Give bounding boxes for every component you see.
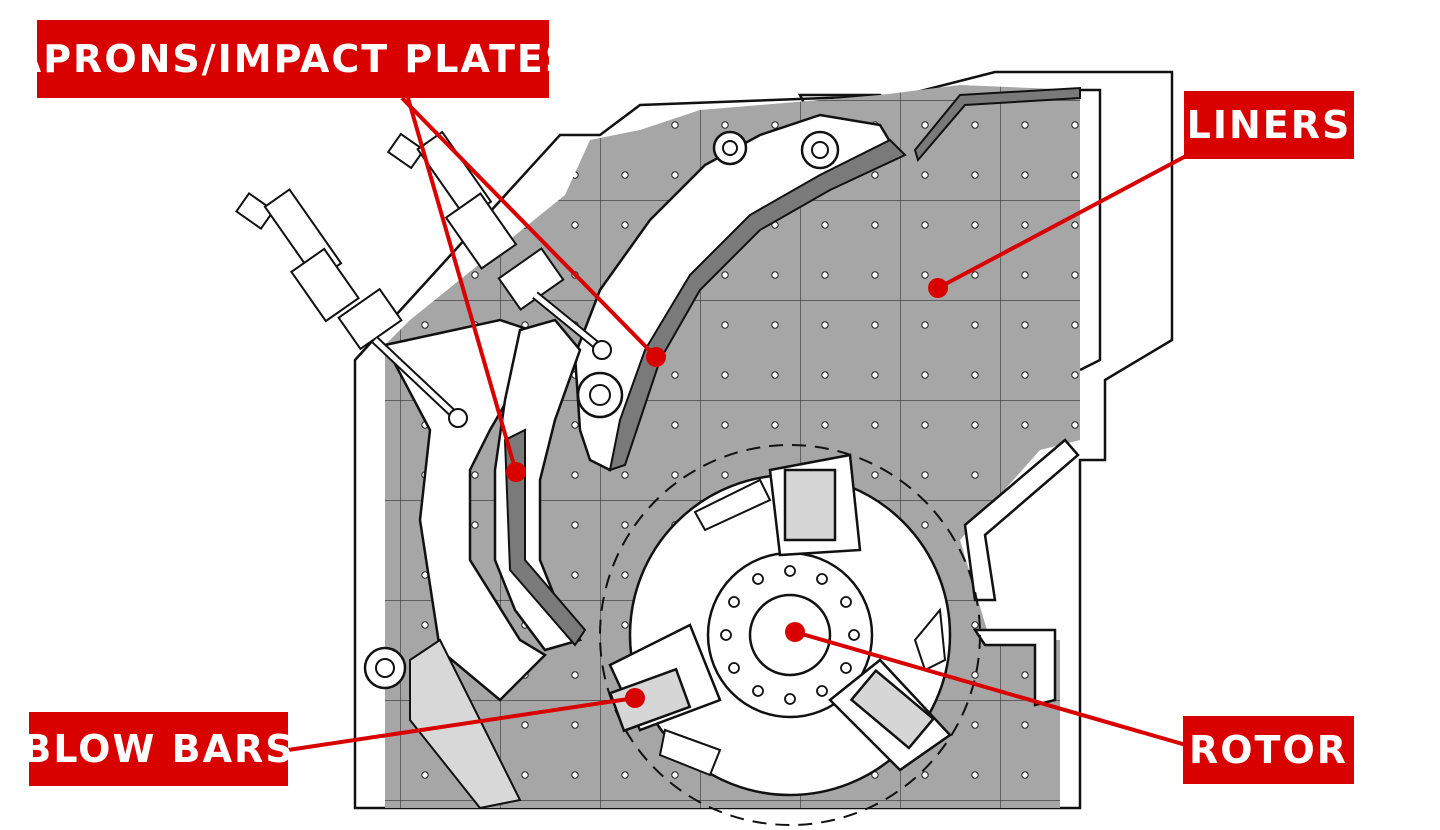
rotor-bolt-circle [720, 565, 860, 705]
right-lower-plate [972, 628, 1057, 707]
adjustment-rod-right [386, 130, 612, 360]
upper-apron-plate [608, 138, 907, 472]
blow-bar-right [828, 658, 952, 772]
liner-edge-top [913, 86, 1081, 163]
housing-right-flange [1079, 88, 1102, 372]
leader-aprons-upper [400, 96, 658, 359]
adjustment-rod-left [235, 188, 468, 428]
blow-bar-clamps [658, 478, 947, 777]
right-grid-plate [963, 438, 1080, 602]
blow-bar-top [768, 453, 862, 557]
housing-outline [353, 70, 1174, 810]
label-aprons-impact-plates: APRONS/IMPACT PLATES [12, 20, 572, 98]
leader-lines [287, 96, 1187, 752]
leader-blow-bars [287, 696, 636, 752]
leader-dots [506, 278, 948, 708]
label-rotor: ROTOR [1183, 716, 1354, 784]
leader-rotor [794, 630, 1187, 747]
leader-liners [937, 154, 1187, 290]
label-liners: LINERS [1184, 91, 1354, 159]
label-blow-bars: BLOW BARS [22, 712, 293, 786]
rotor-sweep [599, 444, 981, 826]
leader-aprons-lower [406, 97, 518, 473]
lower-apron-plate [503, 428, 587, 647]
